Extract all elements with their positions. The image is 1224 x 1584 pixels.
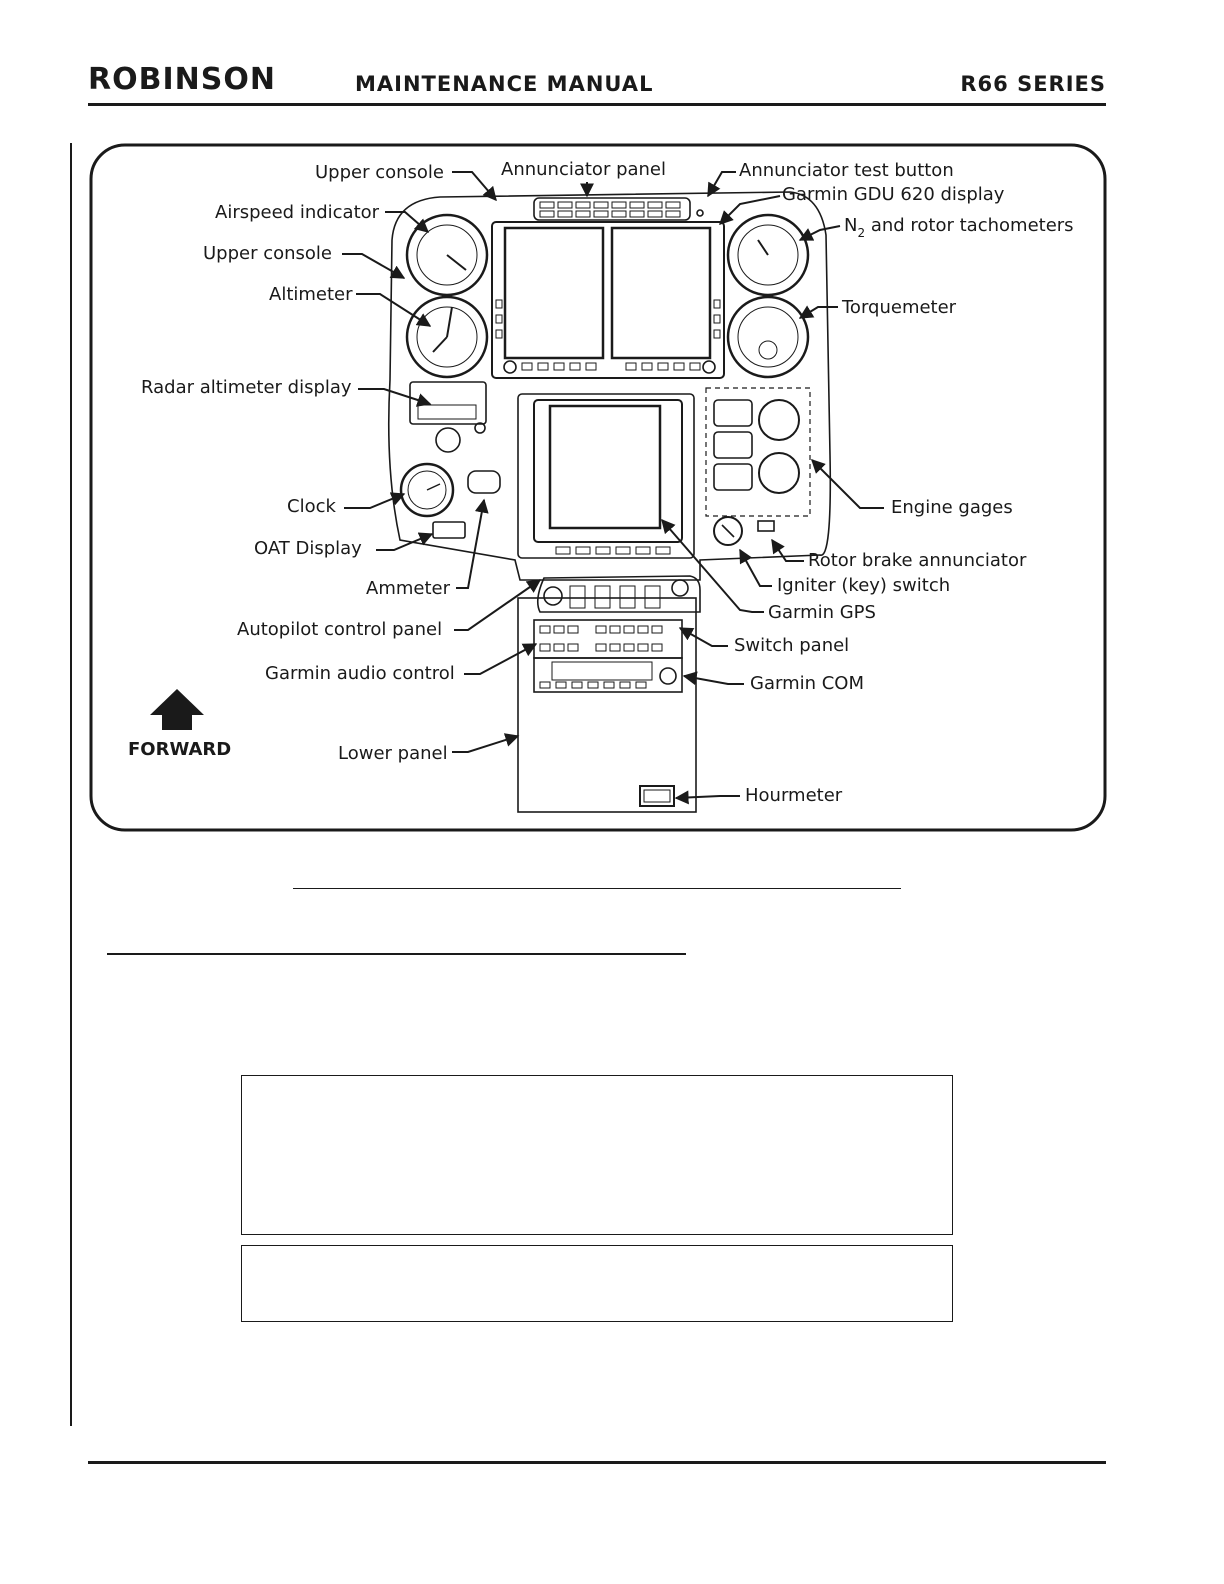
- empty-box-1: [241, 1075, 953, 1235]
- empty-box-2: [241, 1245, 953, 1322]
- footer-rule: [88, 1461, 1106, 1464]
- label-audio-control: Garmin audio control: [265, 663, 455, 684]
- label-autopilot-panel: Autopilot control panel: [237, 619, 442, 640]
- label-n2-subscript: 2: [857, 226, 865, 240]
- leader-lines: [342, 171, 884, 805]
- label-n2-rest: and rotor tachometers: [865, 215, 1073, 236]
- figure-frame: [89, 143, 1107, 832]
- label-hourmeter: Hourmeter: [745, 785, 843, 806]
- label-lower-panel: Lower panel: [338, 743, 448, 764]
- rule-line-1: [293, 888, 901, 889]
- revision-bar: [70, 143, 72, 1426]
- label-upper-console-left: Upper console: [203, 243, 332, 264]
- label-annunciator-panel: Annunciator panel: [501, 159, 666, 180]
- label-airspeed-indicator: Airspeed indicator: [215, 202, 380, 223]
- label-annunciator-test-button: Annunciator test button: [739, 160, 954, 181]
- label-torquemeter: Torquemeter: [841, 297, 957, 318]
- label-garmin-gdu: Garmin GDU 620 display: [782, 184, 1005, 205]
- panel-drawing: [387, 191, 832, 813]
- label-igniter-switch: Igniter (key) switch: [777, 575, 950, 596]
- label-n2-tachometers: N2 and rotor tachometers: [844, 215, 1074, 240]
- label-garmin-com: Garmin COM: [750, 673, 864, 694]
- label-switch-panel: Switch panel: [734, 635, 849, 656]
- label-rotor-brake: Rotor brake annunciator: [808, 550, 1027, 571]
- label-ammeter: Ammeter: [366, 578, 451, 599]
- label-forward: FORWARD: [128, 739, 231, 760]
- label-n2-prefix: N: [844, 215, 857, 236]
- header-series: R66 SERIES: [960, 72, 1106, 96]
- header-rule: [88, 103, 1106, 106]
- label-radar-altimeter: Radar altimeter display: [141, 377, 352, 398]
- header-brand: ROBINSON: [88, 62, 276, 97]
- label-altimeter: Altimeter: [269, 284, 353, 305]
- label-clock: Clock: [287, 496, 336, 517]
- forward-arrow-icon: [150, 689, 204, 730]
- rule-line-2: [107, 953, 686, 955]
- label-oat-display: OAT Display: [254, 538, 362, 559]
- label-garmin-gps: Garmin GPS: [768, 602, 876, 623]
- label-upper-console-top: Upper console: [315, 162, 444, 183]
- label-engine-gages: Engine gages: [891, 497, 1013, 518]
- header-title: MAINTENANCE MANUAL: [355, 72, 654, 96]
